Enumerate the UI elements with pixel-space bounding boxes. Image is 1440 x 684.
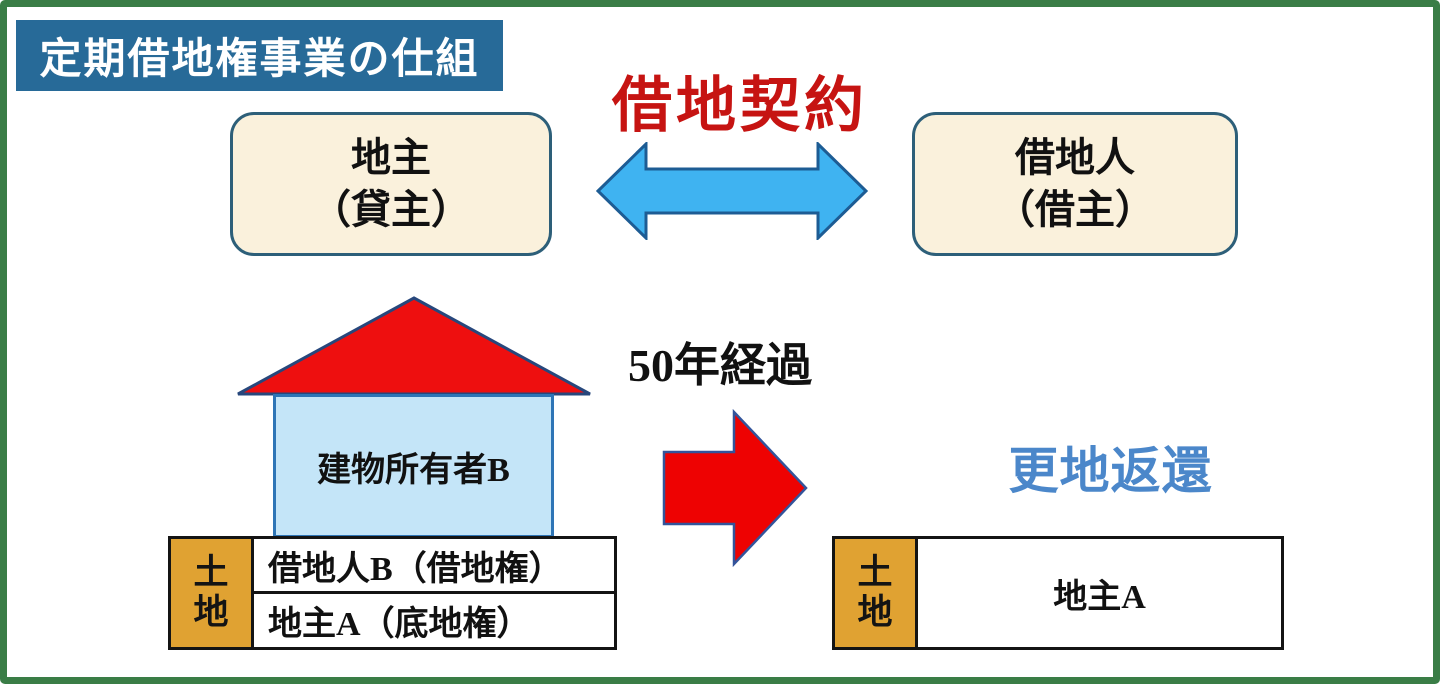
vacant-land-return-label: 更地返還 bbox=[998, 436, 1223, 499]
land-header-before: 土地 bbox=[168, 536, 254, 650]
land-before-row-freehold: 地主A（底地権） bbox=[251, 591, 617, 650]
house-body: 建物所有者B bbox=[273, 394, 554, 538]
contract-label-text: 借地契約 bbox=[612, 72, 868, 139]
tenant-role: （借主） bbox=[995, 187, 1155, 232]
tenant-box: 借地人 （借主） bbox=[912, 112, 1238, 256]
tenant-name: 借地人 bbox=[1015, 135, 1135, 180]
building-owner-label: 建物所有者B bbox=[317, 451, 510, 489]
land-after-row-owner: 地主A bbox=[915, 536, 1284, 650]
double-arrow-icon bbox=[596, 142, 868, 240]
vacant-land-return-text: 更地返還 bbox=[1008, 443, 1213, 499]
land-before-row-freehold-label: 地主A（底地権） bbox=[268, 606, 531, 643]
land-before-row-leasehold-label: 借地人B（借地権） bbox=[268, 550, 563, 588]
land-header-before-label: 土地 bbox=[193, 552, 229, 632]
elapsed-years-label: 50年経過 bbox=[628, 334, 868, 391]
land-header-after: 土地 bbox=[832, 536, 918, 650]
right-arrow-icon bbox=[662, 408, 808, 568]
land-before-row-leasehold: 借地人B（借地権） bbox=[251, 536, 617, 594]
diagram-title: 定期借地権事業の仕組 bbox=[16, 20, 503, 91]
landlord-name: 地主 bbox=[351, 135, 431, 180]
landlord-role: （貸主） bbox=[311, 187, 471, 232]
landlord-box: 地主 （貸主） bbox=[230, 112, 552, 256]
land-header-after-label: 土地 bbox=[857, 552, 893, 632]
diagram-title-label: 定期借地権事業の仕組 bbox=[39, 35, 480, 82]
land-after-row-owner-label: 地主A bbox=[1053, 578, 1146, 616]
contract-label: 借地契約 bbox=[575, 56, 905, 144]
elapsed-years-text: 50年経過 bbox=[628, 339, 812, 391]
house-roof-icon bbox=[237, 296, 591, 396]
